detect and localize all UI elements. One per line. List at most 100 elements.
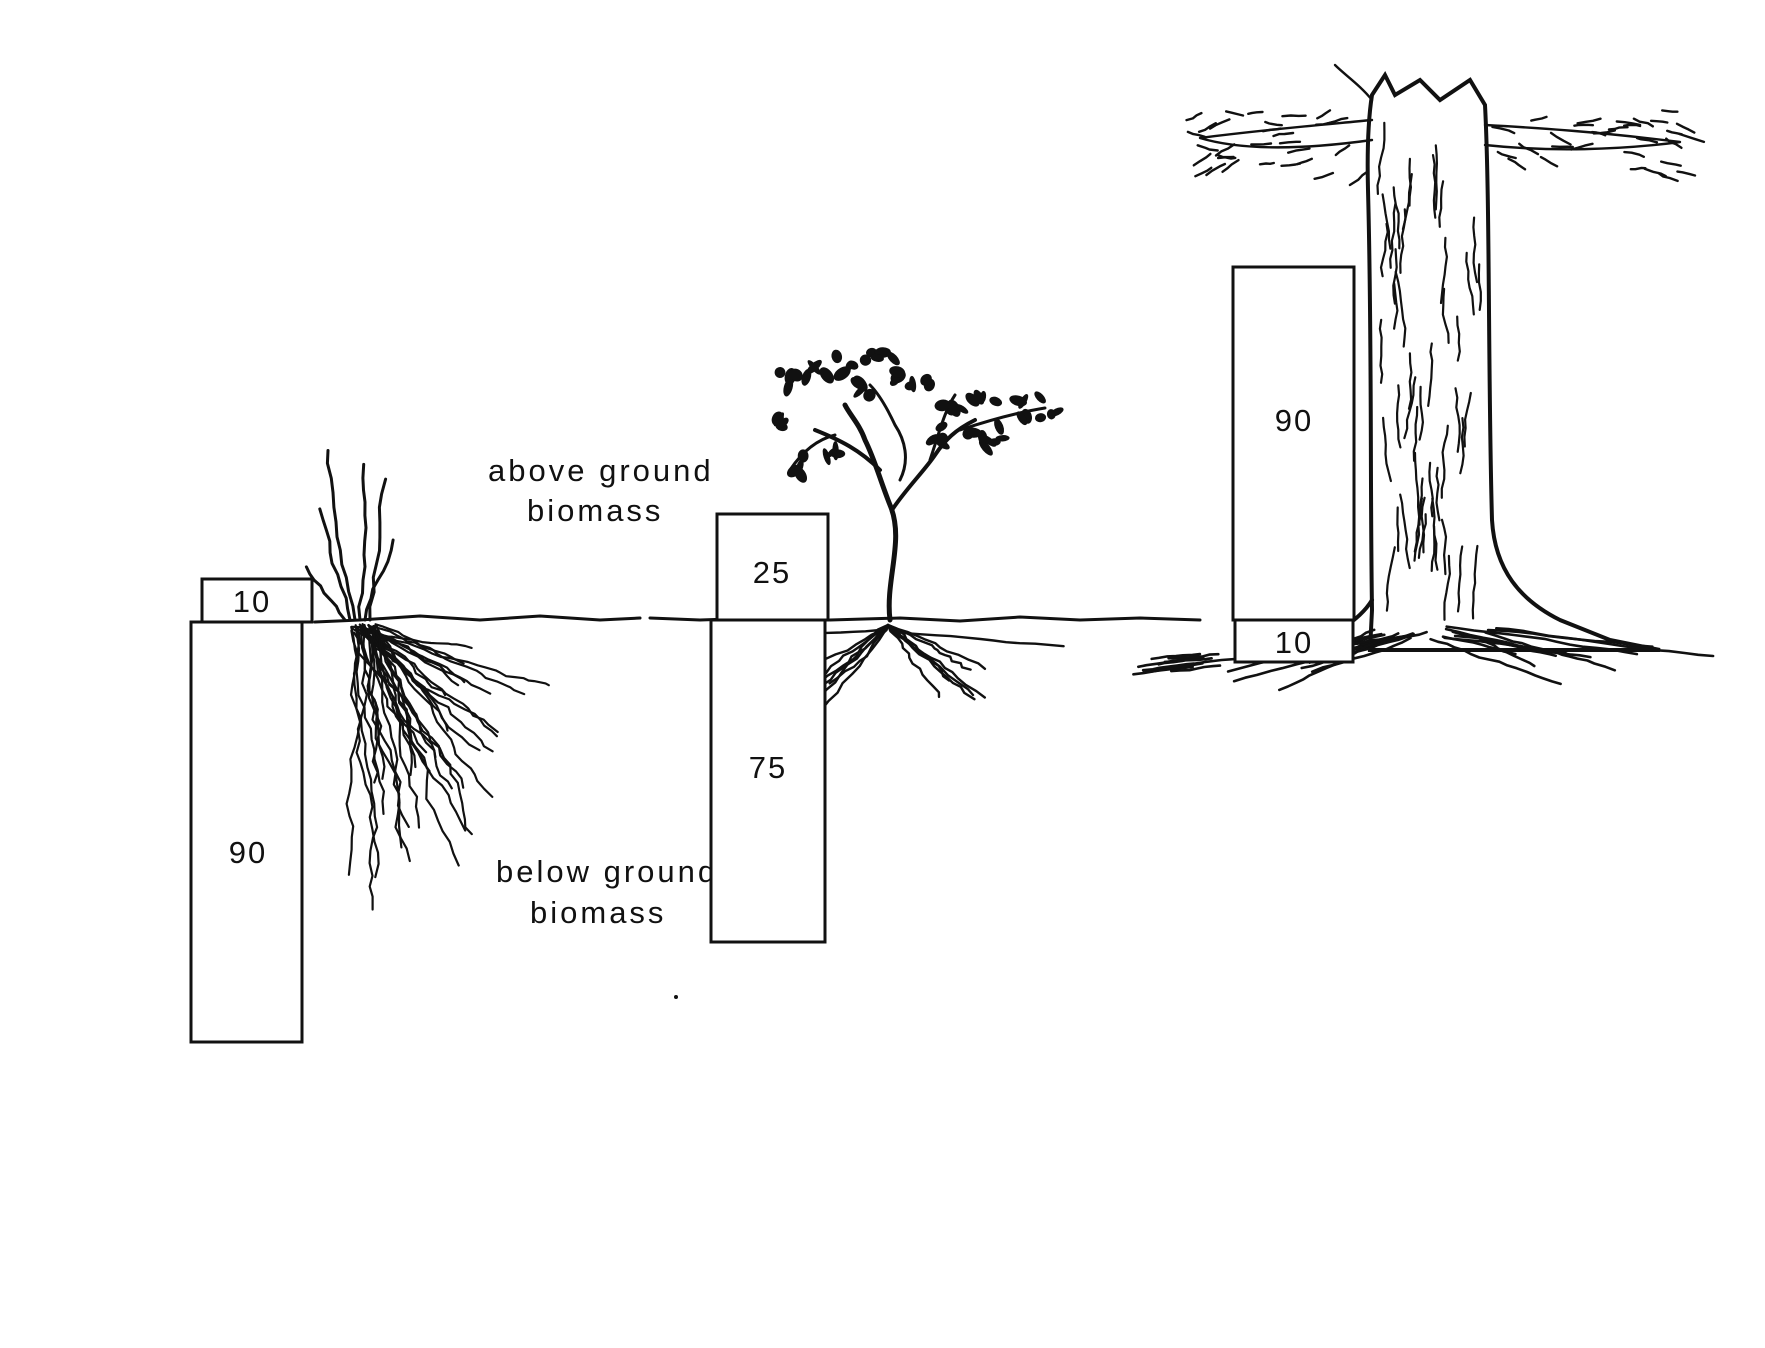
tree-bark-stroke (1428, 461, 1434, 518)
tree-needle (1666, 129, 1683, 136)
grass-root (367, 625, 413, 777)
shrub-leaf (934, 399, 951, 412)
shrub-leaf (1016, 411, 1028, 426)
shrub-leaf (859, 354, 872, 366)
shrub-root (828, 623, 890, 685)
shrub-leaf (904, 381, 916, 391)
shrub-leaf (827, 447, 838, 458)
grass-root (370, 628, 383, 784)
grass-root (359, 626, 494, 798)
shrub-leaf (1034, 413, 1047, 423)
tree-needle (1649, 119, 1669, 124)
tree-below-segment (1233, 618, 1355, 664)
tree-needle (1632, 117, 1654, 128)
shrub-leaf (937, 432, 949, 445)
tree-root (1170, 664, 1222, 673)
grass-biomass-bar: 10 90 (189, 577, 314, 1044)
shrub-leaf (980, 434, 997, 447)
tree-needle (1629, 166, 1647, 171)
grass-blade (318, 507, 352, 622)
tree-bark-stroke (1379, 222, 1389, 278)
tree-needle (1348, 170, 1370, 187)
shrub-leaf (889, 376, 900, 386)
tree-bark-stroke (1435, 466, 1441, 522)
tree-needle (1530, 115, 1548, 122)
tree-root (1486, 628, 1715, 658)
tree-above-segment (1231, 265, 1356, 622)
shrub-leaf (989, 396, 1003, 407)
tree-bark-stroke (1399, 493, 1411, 570)
tree-needle (1496, 150, 1517, 160)
tree-root (1167, 652, 1220, 660)
tree-branch (1483, 123, 1682, 151)
tree-needle (1615, 120, 1642, 127)
shrub-leaf (833, 366, 851, 381)
tree-bark-stroke (1440, 518, 1448, 576)
grass-root (372, 624, 411, 863)
shrub-leaf (886, 351, 900, 366)
shrub-leaf (955, 404, 969, 414)
tree-needle (1623, 150, 1645, 158)
shrub-leaf (845, 360, 854, 371)
shrub-leaf (935, 421, 948, 432)
shrub-leaf (794, 466, 808, 483)
shrub-leaf (863, 388, 876, 402)
tree-needle (1296, 157, 1313, 166)
tree-bark-stroke (1396, 384, 1402, 449)
shrub-leaf (773, 412, 785, 427)
shrub-leaf (774, 367, 786, 379)
grass-root (364, 627, 550, 687)
shrub-below-value: 75 (749, 750, 787, 785)
tree-needle (1216, 154, 1235, 159)
grass-root (374, 623, 526, 696)
tree-root (1141, 662, 1195, 672)
tree-needle (1314, 120, 1335, 126)
tree-bark-stroke (1439, 236, 1448, 305)
tree-needle (1194, 166, 1213, 178)
tree-needle (1208, 118, 1231, 130)
grass-illustration (304, 449, 550, 911)
tree-bark-stroke (1376, 121, 1386, 195)
tree-needle (1657, 172, 1679, 183)
grass-root (375, 625, 417, 769)
tree-needle (1660, 160, 1682, 167)
grass-blade (368, 477, 388, 622)
tree-illustration (1132, 63, 1715, 692)
tree-needle (1264, 120, 1283, 127)
tree-needle (1607, 126, 1629, 131)
grass-root (367, 623, 466, 684)
tree-needle (1678, 132, 1706, 144)
tree-needle (1196, 144, 1219, 152)
tree-bark-stroke (1438, 180, 1445, 228)
tree-needle (1278, 140, 1302, 145)
tree-bark-stroke (1477, 263, 1482, 311)
tree-needle (1570, 142, 1594, 151)
below-ground-label-line1: below ground (496, 854, 718, 889)
grass-blade (363, 538, 395, 622)
shrub-leaf (889, 366, 906, 378)
shrub-below-segment (709, 618, 827, 944)
shrub-leaf (1009, 395, 1027, 407)
tree-root (1278, 638, 1383, 692)
shrub-leaf (797, 449, 809, 463)
tree-needle (1518, 142, 1540, 156)
tree-bark-stroke (1431, 154, 1437, 219)
grass-root (363, 623, 460, 867)
grass-below-segment (189, 620, 304, 1044)
grass-root (359, 630, 379, 911)
tree-bark-stroke (1420, 496, 1426, 554)
below-ground-label-line2: biomass (530, 895, 666, 930)
shrub-leaf (801, 369, 812, 386)
tree-bark-stroke (1465, 251, 1475, 316)
tree-bark-stroke (1471, 544, 1479, 620)
tree-bark-stroke (1393, 282, 1399, 330)
shrub-leaf (920, 373, 932, 386)
grass-below-value: 90 (229, 835, 267, 870)
shrub-leaf (925, 434, 940, 446)
shrub-leaf (1034, 391, 1046, 404)
tree-bark-stroke (1441, 287, 1450, 344)
shrub-leaf (947, 399, 961, 417)
tree-bark-stroke (1401, 173, 1413, 231)
shrub-root (886, 623, 987, 670)
tree-bark-stroke (1396, 506, 1400, 553)
